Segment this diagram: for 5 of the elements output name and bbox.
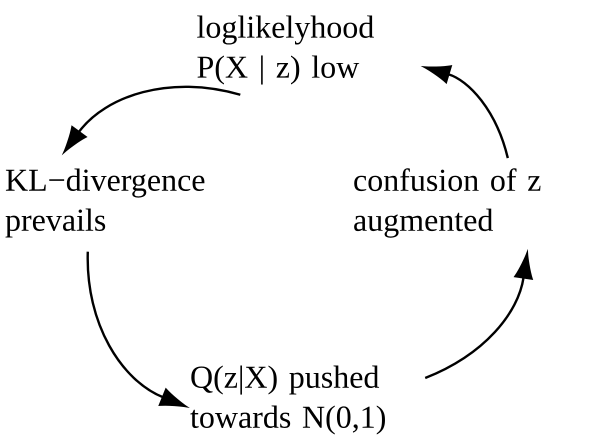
node-label: Q(z|X) pushed towards N(0,1): [190, 366, 385, 434]
node-label: confusion of z augmented: [354, 168, 540, 238]
node-label: KL−divergence prevails: [6, 168, 204, 238]
node-label: loglikelyhood P(X | z) low: [197, 15, 374, 85]
arrow: [64, 86, 241, 152]
